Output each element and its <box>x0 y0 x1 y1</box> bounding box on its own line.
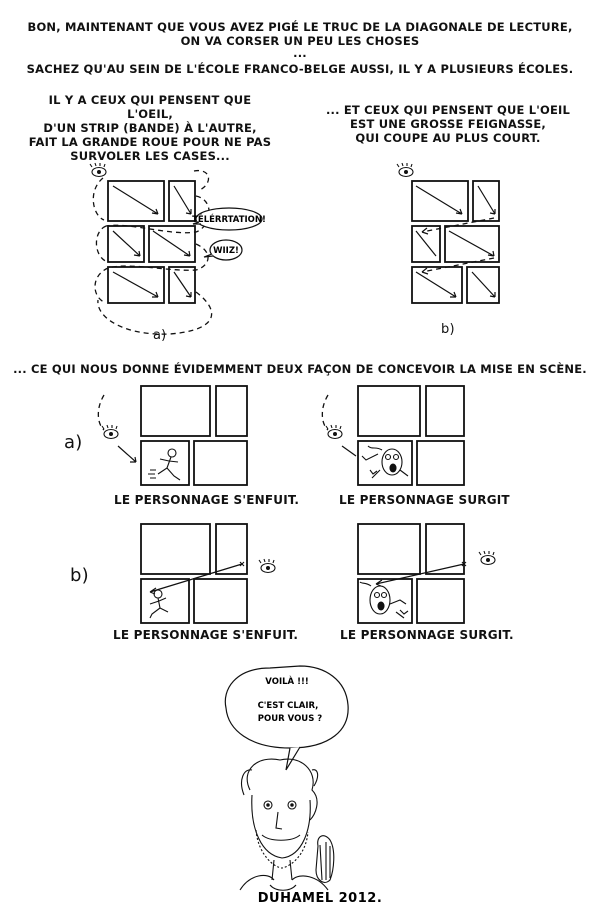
panel <box>168 180 196 222</box>
diagram-a-label: a) <box>153 328 167 343</box>
panel <box>357 523 421 575</box>
header-line-1: BON, MAINTENANT QUE VOUS AVEZ PIGÉ LE TR… <box>27 20 573 34</box>
bubble-text: TÉLÉRRTATION! <box>192 213 266 225</box>
surging-character <box>361 445 409 479</box>
author-speech-bubble: VOILÀ !!! C'EST CLAIR, POUR VOUS ? <box>224 665 349 771</box>
panel <box>472 180 500 222</box>
left-column-text: IL Y A CEUX QUI PENSENT QUE L'OEIL, D'UN… <box>28 93 272 163</box>
panel <box>411 180 469 222</box>
panel <box>215 523 248 575</box>
panel <box>140 578 190 624</box>
surging-character <box>359 581 409 619</box>
eye-icon <box>396 162 414 178</box>
running-character <box>149 589 169 619</box>
panel <box>140 440 190 486</box>
eye-icon <box>478 550 496 566</box>
middle-text: ... CE QUI NOUS DONNE ÉVIDEMMENT DEUX FA… <box>13 362 587 376</box>
eye-icon <box>258 558 276 574</box>
eye-icon <box>325 424 343 440</box>
author-portrait <box>239 758 335 891</box>
panel <box>148 225 196 263</box>
row-b-caption-right: LE PERSONNAGE SURGIT. <box>340 628 514 642</box>
eye-icon <box>89 162 107 178</box>
panel <box>193 578 248 624</box>
panel <box>411 225 441 263</box>
panel <box>140 385 211 437</box>
row-b-label: b) <box>70 565 89 586</box>
signature: DUHAMEL 2012. <box>258 891 383 906</box>
eye-icon <box>101 424 119 440</box>
panel <box>107 266 165 304</box>
header-line-3: SACHEZ QU'AU SEIN DE L'ÉCOLE FRANCO-BELG… <box>26 62 574 76</box>
panel <box>357 578 413 624</box>
bubble-text: VOILÀ !!! <box>265 675 308 687</box>
panel <box>215 385 248 437</box>
row-a-caption-left: LE PERSONNAGE S'ENFUIT. <box>114 493 300 507</box>
header-line-2: ON VA CORSER UN PEU LES CHOSES <box>180 34 420 48</box>
panel <box>466 266 500 304</box>
bubble-text: C'EST CLAIR, <box>258 701 319 711</box>
panel <box>107 180 165 222</box>
panel <box>416 440 465 486</box>
header-dots: ... <box>293 46 307 60</box>
panel <box>425 523 465 575</box>
panel <box>357 440 413 486</box>
panel <box>168 266 196 304</box>
bubble-text: POUR VOUS ? <box>258 714 323 724</box>
panel <box>140 523 211 575</box>
speech-bubble: TÉLÉRRTATION! <box>192 207 266 231</box>
panel <box>416 578 465 624</box>
row-b-caption-left: LE PERSONNAGE S'ENFUIT. <box>113 628 299 642</box>
panel <box>357 385 421 437</box>
right-column-text: ... ET CEUX QUI PENSENT QUE L'OEIL EST U… <box>325 103 571 145</box>
speech-bubble: WIIZ! <box>203 239 243 261</box>
row-a-label: a) <box>64 432 83 453</box>
panel <box>411 266 463 304</box>
diagram-b-label: b) <box>441 322 455 337</box>
panel <box>193 440 248 486</box>
panel <box>425 385 465 437</box>
row-a-caption-right: LE PERSONNAGE SURGIT <box>339 493 510 507</box>
bubble-text: WIIZ! <box>213 246 239 256</box>
running-character <box>148 448 181 481</box>
